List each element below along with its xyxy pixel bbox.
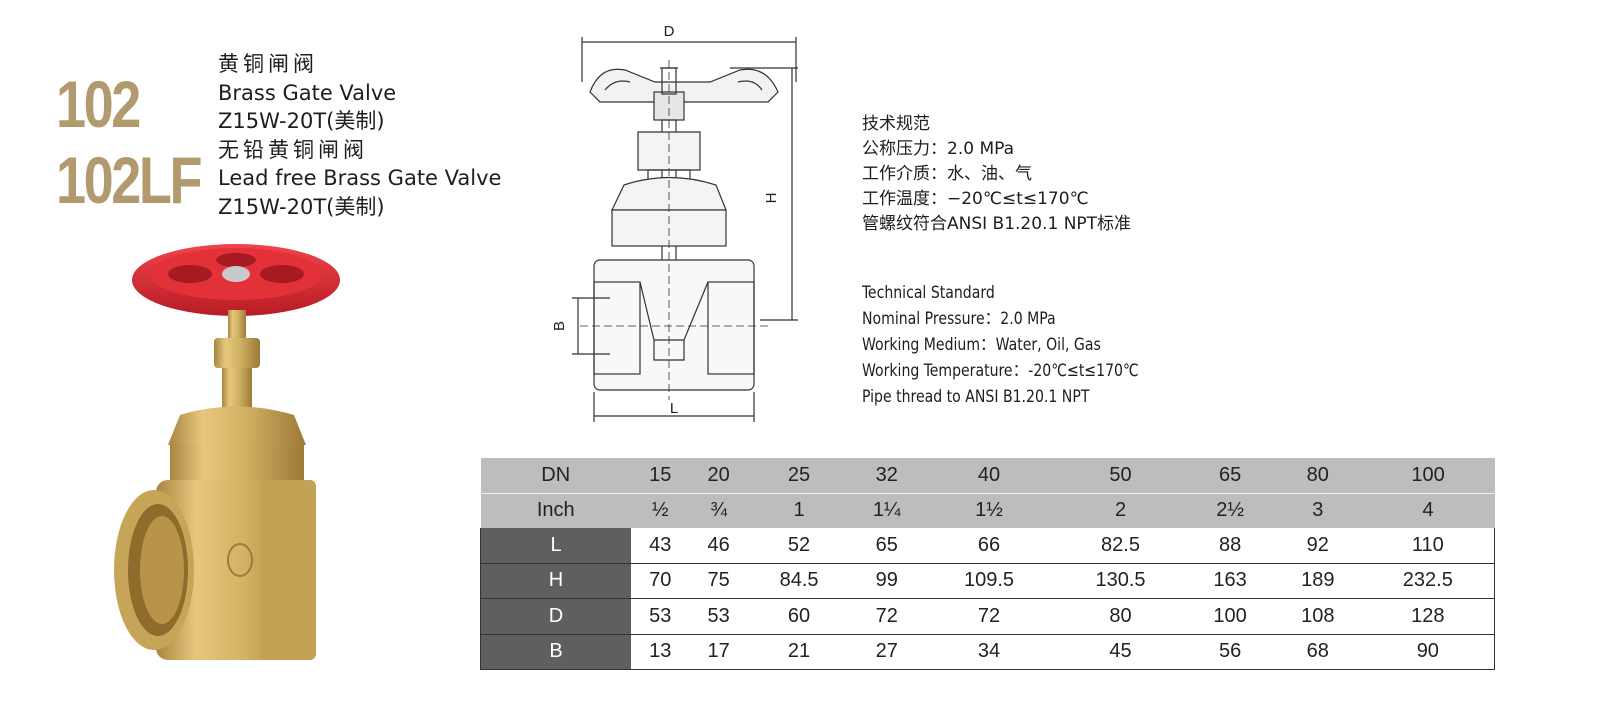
table-cell: 53 bbox=[631, 598, 690, 635]
dn-cell: 40 bbox=[923, 458, 1055, 494]
table-cell: 99 bbox=[850, 563, 924, 599]
table-cell: 21 bbox=[747, 634, 851, 670]
specs-en-pressure: Nominal Pressure：2.0 MPa bbox=[862, 309, 1056, 329]
cn-name-lead-free-valve: 无铅黄铜闸阀 bbox=[218, 137, 368, 162]
header-inch-label: Inch bbox=[480, 493, 631, 528]
table-cell: 72 bbox=[850, 598, 924, 635]
dn-cell: 32 bbox=[850, 458, 924, 494]
inch-cell: ½ bbox=[631, 493, 690, 528]
table-cell: 128 bbox=[1361, 598, 1495, 635]
inch-cell: 1 bbox=[747, 493, 851, 528]
table-cell: 46 bbox=[689, 528, 748, 564]
specs-cn-title: 技术规范 bbox=[862, 114, 930, 134]
specs-cn-temperature: 工作温度：−20℃≤t≤170℃ bbox=[862, 189, 1089, 209]
specs-cn-pressure: 公称压力：2.0 MPa bbox=[862, 139, 1015, 159]
dimension-label-d: D bbox=[664, 23, 675, 40]
table-cell: 75 bbox=[689, 563, 748, 599]
en-name-brass-gate-valve: Brass Gate Valve bbox=[218, 80, 397, 105]
model-code-1: Z15W-20T(美制) bbox=[218, 109, 385, 133]
technical-specs-cn: 技术规范 公称压力：2.0 MPa 工作介质：水、油、气 工作温度：−20℃≤t… bbox=[862, 112, 1131, 237]
table-cell: 232.5 bbox=[1361, 563, 1495, 599]
dimension-label-b: B bbox=[551, 321, 568, 331]
table-cell: 84.5 bbox=[747, 563, 851, 599]
table-cell: 80 bbox=[1054, 598, 1187, 635]
row-label: D bbox=[480, 598, 631, 635]
dimension-drawing: D H B L bbox=[551, 23, 798, 422]
table-cell: 53 bbox=[689, 598, 748, 635]
table-header-inch-row: Inch ½ ¾ 1 1¼ 1½ 2 2½ 3 4 bbox=[480, 493, 1495, 528]
dn-cell: 65 bbox=[1186, 458, 1274, 494]
table-cell: 45 bbox=[1054, 634, 1187, 670]
table-cell: 68 bbox=[1273, 634, 1362, 670]
specs-en-title: Technical Standard bbox=[862, 283, 995, 303]
table-cell: 34 bbox=[923, 634, 1055, 670]
gate-valve-product-image bbox=[114, 244, 340, 660]
en-name-lead-free-valve: Lead free Brass Gate Valve bbox=[218, 166, 502, 190]
table-cell: 110 bbox=[1361, 528, 1495, 564]
table-cell: 82.5 bbox=[1054, 528, 1187, 564]
dn-cell: 100 bbox=[1361, 458, 1495, 494]
table-cell: 163 bbox=[1186, 563, 1274, 599]
table-cell: 108 bbox=[1273, 598, 1362, 635]
table-cell: 189 bbox=[1273, 563, 1362, 599]
row-label: H bbox=[480, 563, 631, 599]
model-code-2: Z15W-20T(美制) bbox=[218, 194, 385, 219]
table-cell: 88 bbox=[1186, 528, 1274, 564]
technical-specs-en: Technical Standard Nominal Pressure：2.0 … bbox=[862, 280, 1163, 410]
table-cell: 66 bbox=[923, 528, 1055, 564]
dimension-label-h: H bbox=[763, 193, 780, 204]
model-number-102lf: 102LF bbox=[56, 143, 203, 217]
dn-cell: 80 bbox=[1273, 458, 1362, 494]
table-cell: 100 bbox=[1186, 598, 1274, 635]
table-cell: 72 bbox=[923, 598, 1055, 635]
product-titles: 黄铜闸阀 Brass Gate Valve Z15W-20T(美制) 无铅黄铜闸… bbox=[218, 50, 501, 221]
specs-en-temperature: Working Temperature：-20℃≤t≤170℃ bbox=[862, 361, 1139, 381]
inch-cell: 2 bbox=[1054, 493, 1187, 528]
inch-cell: 2½ bbox=[1186, 493, 1274, 528]
dn-cell: 20 bbox=[689, 458, 748, 494]
inch-cell: 1½ bbox=[923, 493, 1055, 528]
model-number-102: 102 bbox=[56, 67, 141, 141]
dn-cell: 15 bbox=[631, 458, 690, 494]
red-handwheel-icon bbox=[132, 244, 340, 316]
row-label: L bbox=[480, 528, 631, 564]
dimension-table: DN 15 20 25 32 40 50 65 80 100 Inch ½ ¾ … bbox=[480, 458, 1495, 670]
table-cell: 90 bbox=[1361, 634, 1495, 670]
inch-cell: 4 bbox=[1361, 493, 1495, 528]
table-cell: 13 bbox=[631, 634, 690, 670]
header-dn-label: DN bbox=[480, 458, 631, 494]
specs-en-medium: Working Medium：Water, Oil, Gas bbox=[862, 335, 1101, 355]
table-cell: 130.5 bbox=[1054, 563, 1187, 599]
specs-cn-medium: 工作介质：水、油、气 bbox=[862, 164, 1032, 184]
dn-cell: 50 bbox=[1054, 458, 1187, 494]
table-header-dn-row: DN 15 20 25 32 40 50 65 80 100 bbox=[480, 458, 1495, 494]
table-cell: 70 bbox=[631, 563, 690, 599]
specs-en-thread: Pipe thread to ANSI B1.20.1 NPT bbox=[862, 387, 1090, 407]
table-cell: 17 bbox=[689, 634, 748, 670]
table-cell: 27 bbox=[850, 634, 924, 670]
inch-cell: 1¼ bbox=[850, 493, 924, 528]
dimension-label-l: L bbox=[670, 400, 678, 417]
row-label: B bbox=[480, 634, 631, 670]
table-cell: 43 bbox=[631, 528, 690, 564]
cn-name-brass-gate-valve: 黄铜闸阀 bbox=[218, 52, 318, 76]
table-cell: 60 bbox=[747, 598, 851, 635]
table-cell: 65 bbox=[850, 528, 924, 564]
specs-cn-thread: 管螺纹符合ANSI B1.20.1 NPT标准 bbox=[862, 214, 1132, 234]
table-cell: 92 bbox=[1273, 528, 1362, 564]
inch-cell: 3 bbox=[1273, 493, 1362, 528]
dn-cell: 25 bbox=[747, 458, 851, 494]
table-cell: 109.5 bbox=[923, 563, 1055, 599]
table-cell: 56 bbox=[1186, 634, 1274, 670]
table-cell: 52 bbox=[747, 528, 851, 564]
inch-cell: ¾ bbox=[689, 493, 748, 528]
